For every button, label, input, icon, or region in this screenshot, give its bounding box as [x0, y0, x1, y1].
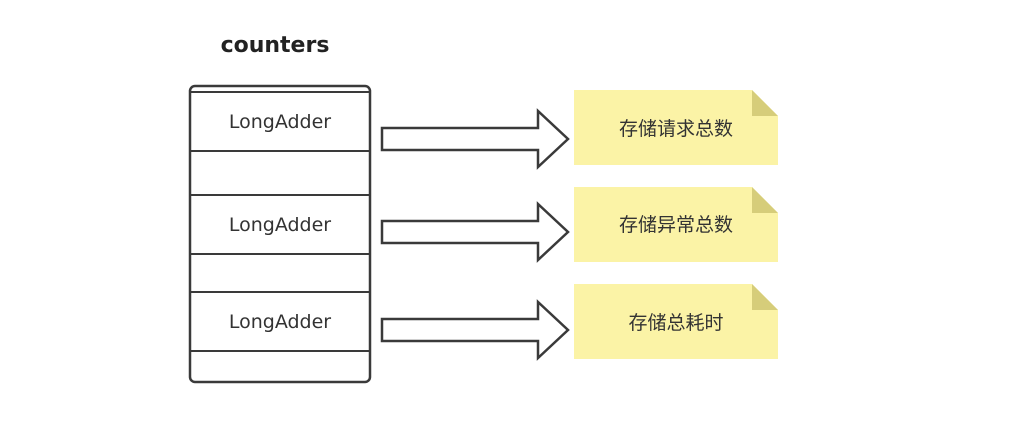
note-fold-icon — [752, 187, 778, 213]
block-arrow-icon — [380, 108, 570, 170]
note-text: 存储请求总数 — [619, 118, 733, 140]
note-fold-icon — [752, 90, 778, 116]
note-fold-icon — [752, 284, 778, 310]
long-adder-label: LongAdder — [229, 311, 331, 333]
diagram-title: counters — [221, 33, 330, 58]
counters-array-box — [188, 84, 372, 384]
long-adder-label: LongAdder — [229, 111, 331, 133]
sticky-note: 存储请求总数 — [574, 90, 778, 165]
note-text: 存储总耗时 — [628, 312, 723, 334]
sticky-note: 存储总耗时 — [574, 284, 778, 359]
note-text: 存储异常总数 — [619, 214, 733, 236]
long-adder-label: LongAdder — [229, 214, 331, 236]
sticky-note: 存储异常总数 — [574, 187, 778, 262]
block-arrow-icon — [380, 299, 570, 361]
block-arrow-icon — [380, 201, 570, 263]
